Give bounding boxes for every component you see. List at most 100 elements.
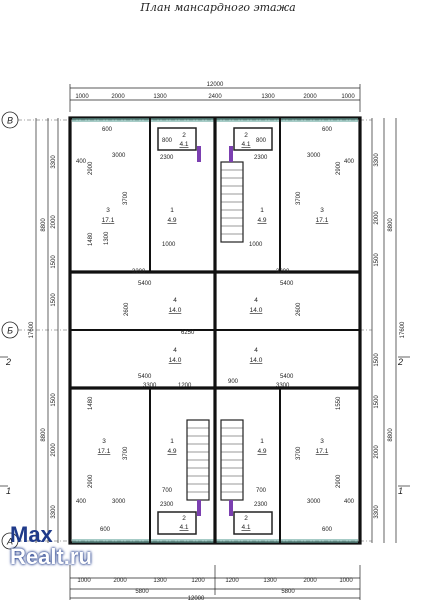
- inner-dim: 3000: [112, 153, 126, 159]
- section-marker-left-1: 1: [6, 486, 11, 496]
- axis-label-v: В: [7, 116, 13, 126]
- axis-label-a: А: [6, 537, 13, 547]
- dim-left: 1500: [51, 393, 57, 407]
- dim-bottom: 1300: [263, 578, 277, 584]
- door-top-right: [229, 146, 233, 162]
- inner-dim: 2900: [336, 161, 342, 175]
- axis-bubble-b: [1, 321, 19, 339]
- dim-top: 2000: [111, 94, 125, 100]
- stairs: [187, 169, 243, 493]
- dim-left: 1500: [51, 293, 57, 307]
- inner-dim: 2300: [254, 502, 268, 508]
- room-area: 14.0: [169, 357, 182, 364]
- room-number: 2: [182, 132, 186, 139]
- inner-dim: 2900: [336, 474, 342, 488]
- dim-right: 1500: [374, 395, 380, 409]
- dim-left-half: 8800: [41, 218, 47, 232]
- dim-top: 1300: [153, 94, 167, 100]
- inner-dim: 900: [228, 379, 239, 385]
- outer-walls: [68, 116, 362, 545]
- room-area: 14.0: [169, 307, 182, 314]
- inner-dim: 400: [76, 499, 87, 505]
- inner-dim: 600: [322, 527, 333, 533]
- room-number: 2: [244, 515, 248, 522]
- inner-dim: 5400: [280, 374, 294, 380]
- inner-dim: 1300: [104, 231, 110, 245]
- inner-dim: 5400: [138, 374, 152, 380]
- room-number: 4: [254, 347, 258, 354]
- room-number: 4: [254, 297, 258, 304]
- inner-dim: 400: [344, 159, 355, 165]
- inner-dim: 3000: [112, 499, 126, 505]
- dim-top: 2400: [208, 94, 222, 100]
- room-area: 4.9: [167, 217, 176, 224]
- dim-top: 1300: [261, 94, 275, 100]
- left-dimension-chain: 3300 2000 1500 1500 1500 2000 3300 8800 …: [29, 118, 59, 543]
- room-number: 3: [106, 207, 110, 214]
- dim-left: 2000: [51, 443, 57, 457]
- door-bottom-left: [197, 500, 201, 516]
- axis-bubble-v: [1, 111, 19, 129]
- inner-dim: 3300: [276, 383, 290, 389]
- inner-dim: 1480: [88, 396, 94, 410]
- room-number: 3: [320, 438, 324, 445]
- dim-total-bottom: 12000: [188, 596, 205, 600]
- inner-dim: 3700: [296, 191, 302, 205]
- dim-bottom: 2000: [113, 578, 127, 584]
- inner-dim: 2600: [296, 302, 302, 316]
- inner-dim: 800: [256, 138, 267, 144]
- inner-dim: 1550: [336, 396, 342, 410]
- room-area: 14.0: [250, 307, 263, 314]
- room-area: 4.1: [179, 524, 188, 531]
- dim-bottom: 2000: [303, 578, 317, 584]
- section-marker-left-2: 2: [5, 357, 11, 367]
- room-number: 1: [170, 207, 174, 214]
- axis-label-b: Б: [7, 326, 13, 336]
- inner-dim: 3000: [307, 153, 321, 159]
- inner-dim: 400: [76, 159, 87, 165]
- dim-right-half: 8800: [388, 428, 394, 442]
- inner-dim: 700: [256, 488, 267, 494]
- dim-right: 3300: [374, 505, 380, 519]
- inner-dim: 2300: [160, 155, 174, 161]
- section-marker-right-2: 2: [397, 357, 403, 367]
- door-bottom-right: [229, 500, 233, 516]
- room-number: 4: [173, 297, 177, 304]
- room-area: 4.9: [167, 448, 176, 455]
- inner-dim: 1200: [178, 383, 192, 389]
- room-area: 17.1: [316, 217, 329, 224]
- room-area: 4.1: [179, 141, 188, 148]
- room-number: 1: [260, 207, 264, 214]
- dim-right: 2000: [374, 211, 380, 225]
- room-number: 3: [102, 438, 106, 445]
- dim-bottom: 1000: [339, 578, 353, 584]
- dim-left: 3300: [51, 155, 57, 169]
- dim-left: 1500: [51, 255, 57, 269]
- room-area: 17.1: [316, 448, 329, 455]
- dim-right-total: 17600: [400, 321, 406, 338]
- room-labels: 3 17.1 1 4.9 2 4.1 3 17.1 1 4.9 2 4.1 4 …: [98, 132, 329, 531]
- dim-top: 1000: [75, 94, 89, 100]
- inner-dim: 5400: [138, 281, 152, 287]
- room-area: 17.1: [102, 217, 115, 224]
- dim-bottom: 1200: [191, 578, 205, 584]
- dim-right: 2000: [374, 445, 380, 459]
- inner-dim: 3000: [307, 499, 321, 505]
- room-number: 1: [260, 438, 264, 445]
- inner-dim: 700: [162, 488, 173, 494]
- inner-dim: 800: [162, 138, 173, 144]
- inner-dim: 2900: [88, 474, 94, 488]
- inner-dim: 1000: [162, 242, 176, 248]
- plan-title: План мансардного этажа: [139, 1, 295, 14]
- dim-right: 1500: [374, 353, 380, 367]
- dim-left: 3300: [51, 505, 57, 519]
- right-dimension-chain: 3300 2000 1500 1500 1500 2000 3300 8800 …: [371, 118, 406, 543]
- dim-bottom-half: 5800: [281, 589, 295, 595]
- dim-right: 1500: [374, 253, 380, 267]
- top-dimension-chain: 12000 1000 2000 1300 2400 1300 2000 1000: [69, 82, 361, 112]
- inner-dim: 3700: [296, 446, 302, 460]
- room-area: 14.0: [250, 357, 263, 364]
- dim-top: 2000: [303, 94, 317, 100]
- room-area: 17.1: [98, 448, 111, 455]
